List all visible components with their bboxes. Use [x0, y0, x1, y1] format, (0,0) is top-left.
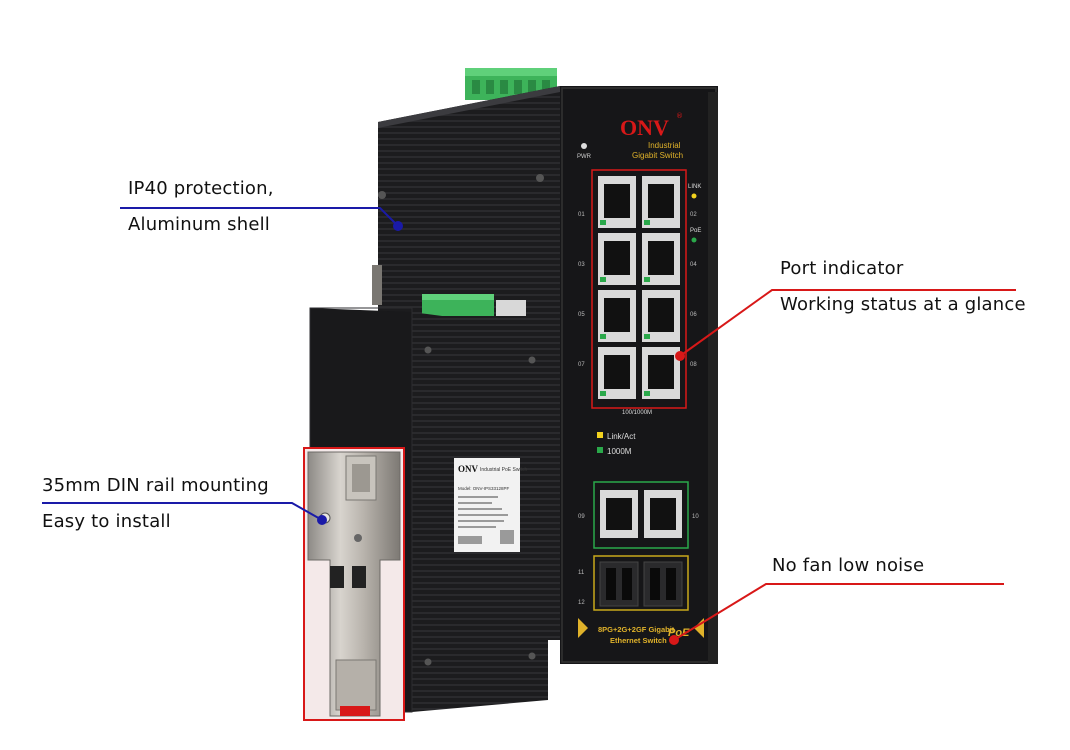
- port-leader: [679, 289, 1016, 357]
- uplink-outline: [593, 481, 689, 549]
- registered-mark: ®: [676, 112, 683, 120]
- port-num-04: 04: [690, 262, 697, 268]
- uplink-num-10: 10: [692, 514, 699, 520]
- callout-din-line2: Easy to install: [42, 511, 171, 532]
- pwr-label: PWR: [577, 154, 592, 160]
- model-line-2: Ethernet Switch: [610, 636, 667, 645]
- port-num-08: 08: [690, 362, 697, 368]
- front-subtitle-2: Gigabit Switch: [632, 151, 683, 160]
- legend-link-act: Link/Act: [607, 432, 636, 441]
- callout-port-line1: Port indicator: [780, 258, 904, 279]
- speed-label: 100/1000M: [622, 410, 652, 416]
- uplink-ports: [600, 490, 682, 538]
- sfp-outline: [593, 555, 689, 611]
- port-dot: [675, 351, 685, 361]
- sfp-ports: [599, 561, 683, 607]
- rj45-ports: [598, 176, 680, 399]
- port-led: [644, 334, 650, 339]
- din-leader: [42, 502, 323, 521]
- port-led: [600, 391, 606, 396]
- port-led: [600, 220, 606, 225]
- port-num-02: 02: [690, 212, 697, 218]
- poe-label: PoE: [690, 228, 701, 234]
- port-led: [600, 277, 606, 282]
- callout-din-line1: 35mm DIN rail mounting: [42, 475, 269, 496]
- link-label: LINK: [688, 184, 701, 190]
- front-subtitle-1: Industrial: [648, 141, 681, 150]
- rj45-socket: [604, 298, 630, 332]
- port-grid-outline: [591, 169, 687, 409]
- port-led: [644, 220, 650, 225]
- port-led: [600, 334, 606, 339]
- callout-ip40-line1: IP40 protection,: [128, 178, 274, 199]
- small-switch-side: ONV Industrial PoE Switch Model: ONV-IPS…: [412, 312, 548, 712]
- din-dot: [317, 515, 327, 525]
- label-brand: ONV: [458, 464, 479, 474]
- front-brand: ONV: [620, 115, 669, 140]
- port-led: [644, 391, 650, 396]
- small-terminal-block: [422, 294, 526, 316]
- ip40-dot: [393, 221, 403, 231]
- sfp-num-12: 12: [578, 600, 585, 606]
- callout-lines: [42, 207, 1016, 645]
- port-num-05: 05: [578, 312, 585, 318]
- ip40-leader: [120, 207, 399, 227]
- fan-dot: [669, 635, 679, 645]
- port-num-03: 03: [578, 262, 585, 268]
- port-num-07: 07: [578, 362, 585, 368]
- rj45-socket: [648, 298, 674, 332]
- port-num-01: 01: [578, 212, 585, 218]
- rj45-socket: [604, 184, 630, 218]
- pwr-led: [581, 143, 587, 149]
- port-num-06: 06: [690, 312, 697, 318]
- back-terminal-block: [465, 68, 557, 100]
- uplink-num-09: 09: [578, 514, 585, 520]
- model-line-1: 8PG+2G+2GF Gigabit: [598, 625, 675, 634]
- rj45-socket: [604, 241, 630, 275]
- sfp-num-11: 11: [578, 570, 585, 576]
- port-led: [644, 277, 650, 282]
- callout-fan-line1: No fan low noise: [772, 555, 925, 576]
- din-rail-clip: [303, 447, 405, 721]
- front-panel: ONV ® Industrial Gigabit Switch PWR LINK…: [560, 86, 718, 664]
- rj45-socket: [648, 241, 674, 275]
- rj45-socket: [604, 355, 630, 389]
- callout-ip40-line2: Aluminum shell: [128, 214, 270, 235]
- rj45-socket: [648, 355, 674, 389]
- label-title: Industrial PoE Switch: [480, 467, 527, 473]
- rj45-socket: [648, 184, 674, 218]
- fan-leader: [673, 583, 1004, 641]
- label-model: Model: ONV-IPS33128PF: [458, 486, 510, 491]
- callout-port-line2: Working status at a glance: [780, 294, 1026, 315]
- legend-1000m: 1000M: [607, 447, 632, 456]
